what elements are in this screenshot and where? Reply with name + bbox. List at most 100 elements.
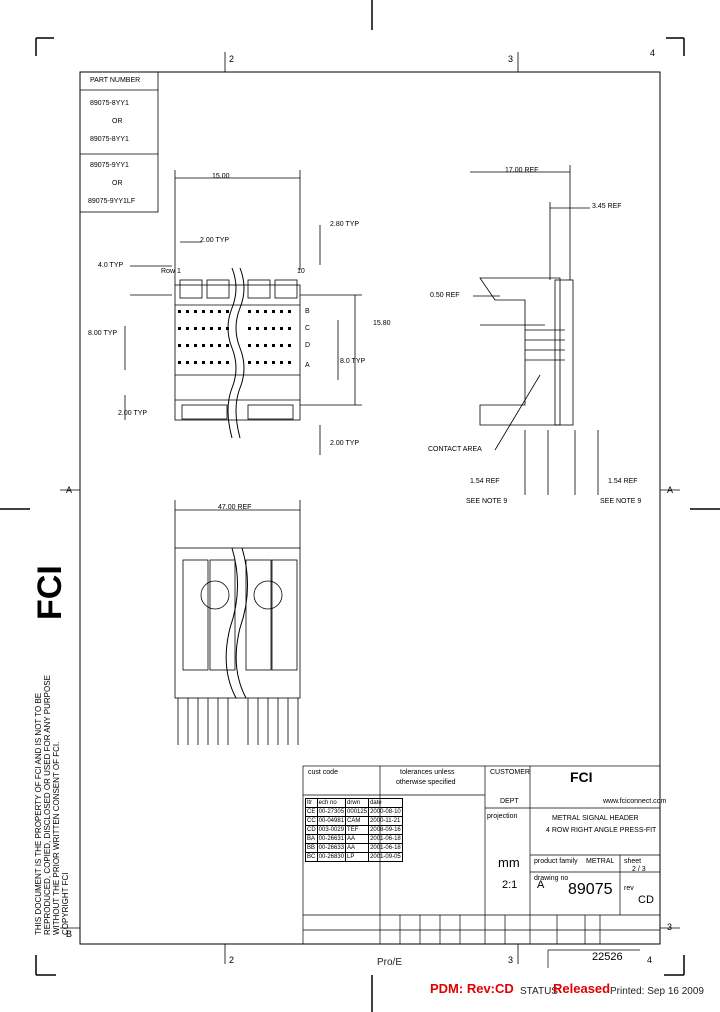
table-row: CC 00-04981 CAM 2000-11-21 xyxy=(305,816,403,826)
rev-cell: CE xyxy=(305,807,318,817)
status-label: STATUS xyxy=(520,986,558,997)
rev-cell: CD xyxy=(305,825,318,835)
sheet-label: sheet xyxy=(624,858,642,865)
table-row: ltr ech no drwn date xyxy=(305,798,403,808)
part-box-g1-line3: 89075-8YY1 xyxy=(90,136,129,143)
sheet-value: 2 / 3 xyxy=(632,866,646,873)
notice-line-3: WITHOUT THE PRIOR WRITTEN CONSENT OF FCI… xyxy=(52,741,61,935)
dim-offset: 3.45 REF xyxy=(592,203,622,210)
title-line-2: 4 ROW RIGHT ANGLE PRESS-FIT xyxy=(546,827,657,834)
pin-label-b: B xyxy=(305,308,310,315)
col-label: 10 xyxy=(297,268,305,275)
tolerance-line-2: otherwise specified xyxy=(396,779,456,786)
contact-dot-grid xyxy=(178,310,291,364)
zone-top-2: 2 xyxy=(229,54,235,64)
dim-width: 15.00 xyxy=(212,173,230,180)
contact-area-label: CONTACT AREA xyxy=(428,446,482,453)
product-family-label: product family xyxy=(534,858,578,865)
table-row: CE 00-27305 000125 2000-08-10 xyxy=(305,807,403,817)
rev-header-ltr: ltr xyxy=(305,798,318,808)
table-row: CD 003-0029 TEF 2008-09-16 xyxy=(305,825,403,835)
tolerance-line-1: tolerances unless xyxy=(400,769,455,776)
dim-pitch: 2.00 TYP xyxy=(200,237,230,244)
zone-right-a: A xyxy=(667,485,674,495)
company-url: www.fciconnect.com xyxy=(603,798,667,805)
rev-cell: 00-04981 xyxy=(316,816,347,826)
dim-side-b: 2.00 TYP xyxy=(118,410,148,417)
part-box-header: PART NUMBER xyxy=(90,77,141,84)
proe-label: Pro/E xyxy=(377,957,403,968)
dim-height: 15.80 xyxy=(373,320,391,327)
part-box-g2-line3: 89075-9YY1LF xyxy=(88,198,136,205)
scale-value: 2:1 xyxy=(502,879,518,891)
dept-label: DEPT xyxy=(500,798,519,805)
zone-bottom-2: 2 xyxy=(229,955,235,965)
rev-cell: BC xyxy=(305,852,318,862)
rev-cell: AA xyxy=(345,843,370,853)
rev-header-ech: ech no xyxy=(316,798,347,808)
status-value: Released xyxy=(553,981,611,996)
fci-logo-text: FCI xyxy=(31,565,69,620)
part-box-g2-line1: 89075-9YY1 xyxy=(90,162,129,169)
part-box-g2-line2: OR xyxy=(112,180,123,187)
rev-cell: 000125 xyxy=(345,807,370,817)
table-row: BC 00-26830 LP 2001-09-05 xyxy=(305,852,403,862)
zone-bottom-4: 4 xyxy=(647,955,653,965)
product-family-value: METRAL xyxy=(586,858,615,865)
zone-top-4: 4 xyxy=(650,48,656,58)
part-box-g1-line1: 89075-8YY1 xyxy=(90,100,129,107)
projection-label: projection xyxy=(487,813,518,820)
table-row: BA 00-26631 AA 2001-06-18 xyxy=(305,834,403,844)
rev-label: rev xyxy=(624,885,634,892)
rev-cell: 00-26633 xyxy=(316,843,347,853)
rev-cell: LP xyxy=(345,852,370,862)
dim-left-offset: 4.0 TYP xyxy=(98,262,124,269)
rev-cell: 2008-09-16 xyxy=(368,825,403,835)
note-left-line2: SEE NOTE 9 xyxy=(466,498,508,505)
title-block-logo: FCI xyxy=(570,769,593,785)
zone-left-a: A xyxy=(66,485,73,495)
rev-cell: BA xyxy=(305,834,318,844)
rev-cell: 00-26830 xyxy=(316,852,347,862)
rev-cell: 2001-09-05 xyxy=(368,852,403,862)
rev-cell: 003-0029 xyxy=(316,825,347,835)
notice-line-2: REPRODUCED, COPIED, DISCLOSED OR USED FO… xyxy=(43,675,52,935)
pin-label-c: C xyxy=(305,325,311,332)
rev-cell: BB xyxy=(305,843,318,853)
fci-logo: FCI xyxy=(30,560,70,620)
dim-top-right: 2.80 TYP xyxy=(330,221,360,228)
pin-label-a: A xyxy=(305,362,310,369)
dim-side-a: 8.00 TYP xyxy=(88,330,118,337)
page-code: 22526 xyxy=(592,951,623,963)
pin-label-d: D xyxy=(305,342,311,349)
rev-header-drwn: drwn xyxy=(345,798,370,808)
title-line-1: METRAL SIGNAL HEADER xyxy=(552,815,639,822)
proprietary-notice: THIS DOCUMENT IS THE PROPERTY OF FCI AND… xyxy=(34,675,70,935)
rev-cell: 2001-06-18 xyxy=(368,843,403,853)
note-right-line1: 1.54 REF xyxy=(608,478,638,485)
dim-depth: 17.00 REF xyxy=(505,167,539,174)
rev-cell: 00-26631 xyxy=(316,834,347,844)
rev-header-date: date xyxy=(368,798,403,808)
drawing-no-label: drawing no xyxy=(534,875,569,882)
cust-code-label: cust code xyxy=(308,769,338,776)
rev-cell: 2000-11-21 xyxy=(368,816,403,826)
dim-length: 47.00 REF xyxy=(218,504,252,511)
dim-inner: 8.0 TYP xyxy=(340,358,366,365)
rev-value: CD xyxy=(638,894,654,906)
rev-cell: 2000-08-10 xyxy=(368,807,403,817)
zone-right-3: 3 xyxy=(667,922,673,932)
rev-cell: 2001-06-18 xyxy=(368,834,403,844)
note-left-line1: 1.54 REF xyxy=(470,478,500,485)
zone-top-3: 3 xyxy=(508,54,514,64)
drawing-no-value: 89075 xyxy=(568,881,613,898)
zone-left-b: B xyxy=(66,929,73,939)
notice-line-4: COPYRIGHT FCI xyxy=(61,872,70,935)
table-row: BB 00-26633 AA 2001-06-18 xyxy=(305,843,403,853)
size-value: A xyxy=(537,879,545,891)
part-box-g1-line2: OR xyxy=(112,118,123,125)
notice-line-1: THIS DOCUMENT IS THE PROPERTY OF FCI AND… xyxy=(34,692,43,935)
dim-bottom-right: 2.00 TYP xyxy=(330,440,360,447)
